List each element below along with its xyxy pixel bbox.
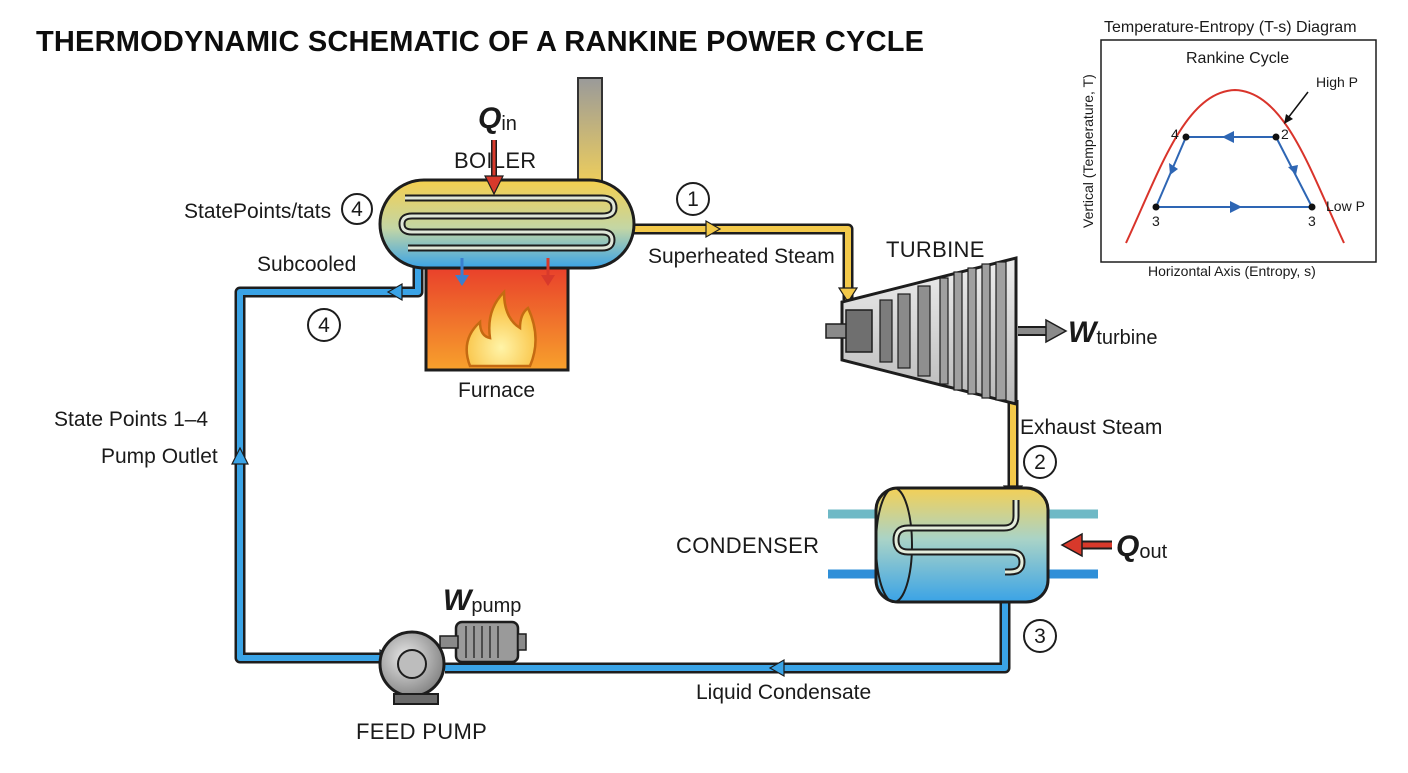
svg-text:4: 4 <box>351 198 363 221</box>
q-out-label: Qout <box>1116 530 1168 563</box>
svg-text:1: 1 <box>687 188 699 211</box>
state-marker-return-line: 4 <box>307 308 341 342</box>
svg-text:4: 4 <box>318 314 330 337</box>
ts-pointer-icon <box>1284 114 1293 124</box>
flow-arrow-icon <box>231 446 249 465</box>
furnace-label: Furnace <box>458 379 535 402</box>
subcooled-label: Subcooled <box>257 253 356 276</box>
ts-low-p-label: Low P <box>1326 198 1365 214</box>
flow-arrow-icon <box>837 287 859 304</box>
boiler: BOILER Qin <box>378 77 636 270</box>
flame-icon <box>465 288 537 368</box>
pump-outlet-label: Pump Outlet <box>101 445 218 468</box>
furnace: Furnace <box>424 258 570 402</box>
boiler-stack <box>577 77 603 187</box>
flow-arrow-icon <box>768 658 785 678</box>
ts-point-label: 3 <box>1152 213 1160 229</box>
condenser-shell <box>874 486 1050 604</box>
feed-pump-label: FEED PUMP <box>356 719 487 744</box>
ts-point-label: 4 <box>1171 126 1179 142</box>
ts-point <box>1152 203 1160 211</box>
condenser: CONDENSER Qout <box>676 486 1168 604</box>
state-marker-condensate: 3 <box>1023 619 1057 653</box>
state-marker-exhaust: 2 <box>1023 445 1057 479</box>
superheated-steam-label: Superheated Steam <box>648 245 835 268</box>
svg-text:2: 2 <box>1034 451 1046 474</box>
flow-arrow-icon <box>705 219 722 239</box>
flow-arrow-icon <box>386 282 403 302</box>
heat-out-arrow-icon <box>1060 532 1083 558</box>
page-title: THERMODYNAMIC SCHEMATIC OF A RANKINE POW… <box>36 26 924 58</box>
ts-diagram-subtitle: Rankine Cycle <box>1186 50 1289 67</box>
state-marker-boiler-side: 4 <box>341 193 373 225</box>
turbine: TURBINE Wturbine <box>825 237 1157 406</box>
state-points-header-label: StatePoints/tats <box>184 200 331 223</box>
feed-pump: FEED PUMP Wpump <box>356 584 527 744</box>
state-points-range-label: State Points 1–4 <box>54 408 208 431</box>
q-in-label: Qin <box>478 102 517 135</box>
saturation-dome <box>1125 88 1345 244</box>
w-turbine-label: Wturbine <box>1068 316 1157 349</box>
turbine-label: TURBINE <box>886 237 985 262</box>
heat-in-arrow-icon <box>484 175 504 196</box>
w-pump-label: Wpump <box>443 584 521 617</box>
boiler-drum <box>378 178 636 270</box>
ts-y-axis-label: Vertical (Temperature, T) <box>1080 74 1096 228</box>
ts-point-label: 2 <box>1281 126 1289 142</box>
state-marker-superheated: 1 <box>676 182 710 216</box>
ts-diagram: Temperature-Entropy (T-s) Diagram Rankin… <box>1080 19 1377 279</box>
ts-high-p-label: High P <box>1316 74 1358 90</box>
heat-down-arrow-icon <box>541 275 555 286</box>
exhaust-steam-label: Exhaust Steam <box>1020 416 1162 439</box>
ts-point <box>1182 133 1190 141</box>
ts-point <box>1272 133 1280 141</box>
condenser-label: CONDENSER <box>676 533 819 558</box>
ts-x-axis-label: Horizontal Axis (Entropy, s) <box>1148 263 1316 279</box>
ts-point-label: 3 <box>1308 213 1316 229</box>
ts-diagram-frame <box>1100 39 1377 263</box>
turbine-shaft <box>825 323 849 339</box>
heat-down-arrow-icon <box>455 275 469 286</box>
steam-pipes <box>630 219 1024 502</box>
ts-arrow-icon <box>1222 131 1234 143</box>
ts-arrow-icon <box>1169 163 1178 175</box>
ts-arrow-icon <box>1288 165 1298 175</box>
liquid-condensate-label: Liquid Condensate <box>696 681 871 704</box>
svg-text:3: 3 <box>1034 625 1046 648</box>
ts-diagram-title: Temperature-Entropy (T-s) Diagram <box>1104 19 1357 36</box>
ts-arrow-icon <box>1230 201 1242 213</box>
work-out-arrow-icon <box>1045 318 1068 344</box>
ts-point <box>1308 203 1316 211</box>
